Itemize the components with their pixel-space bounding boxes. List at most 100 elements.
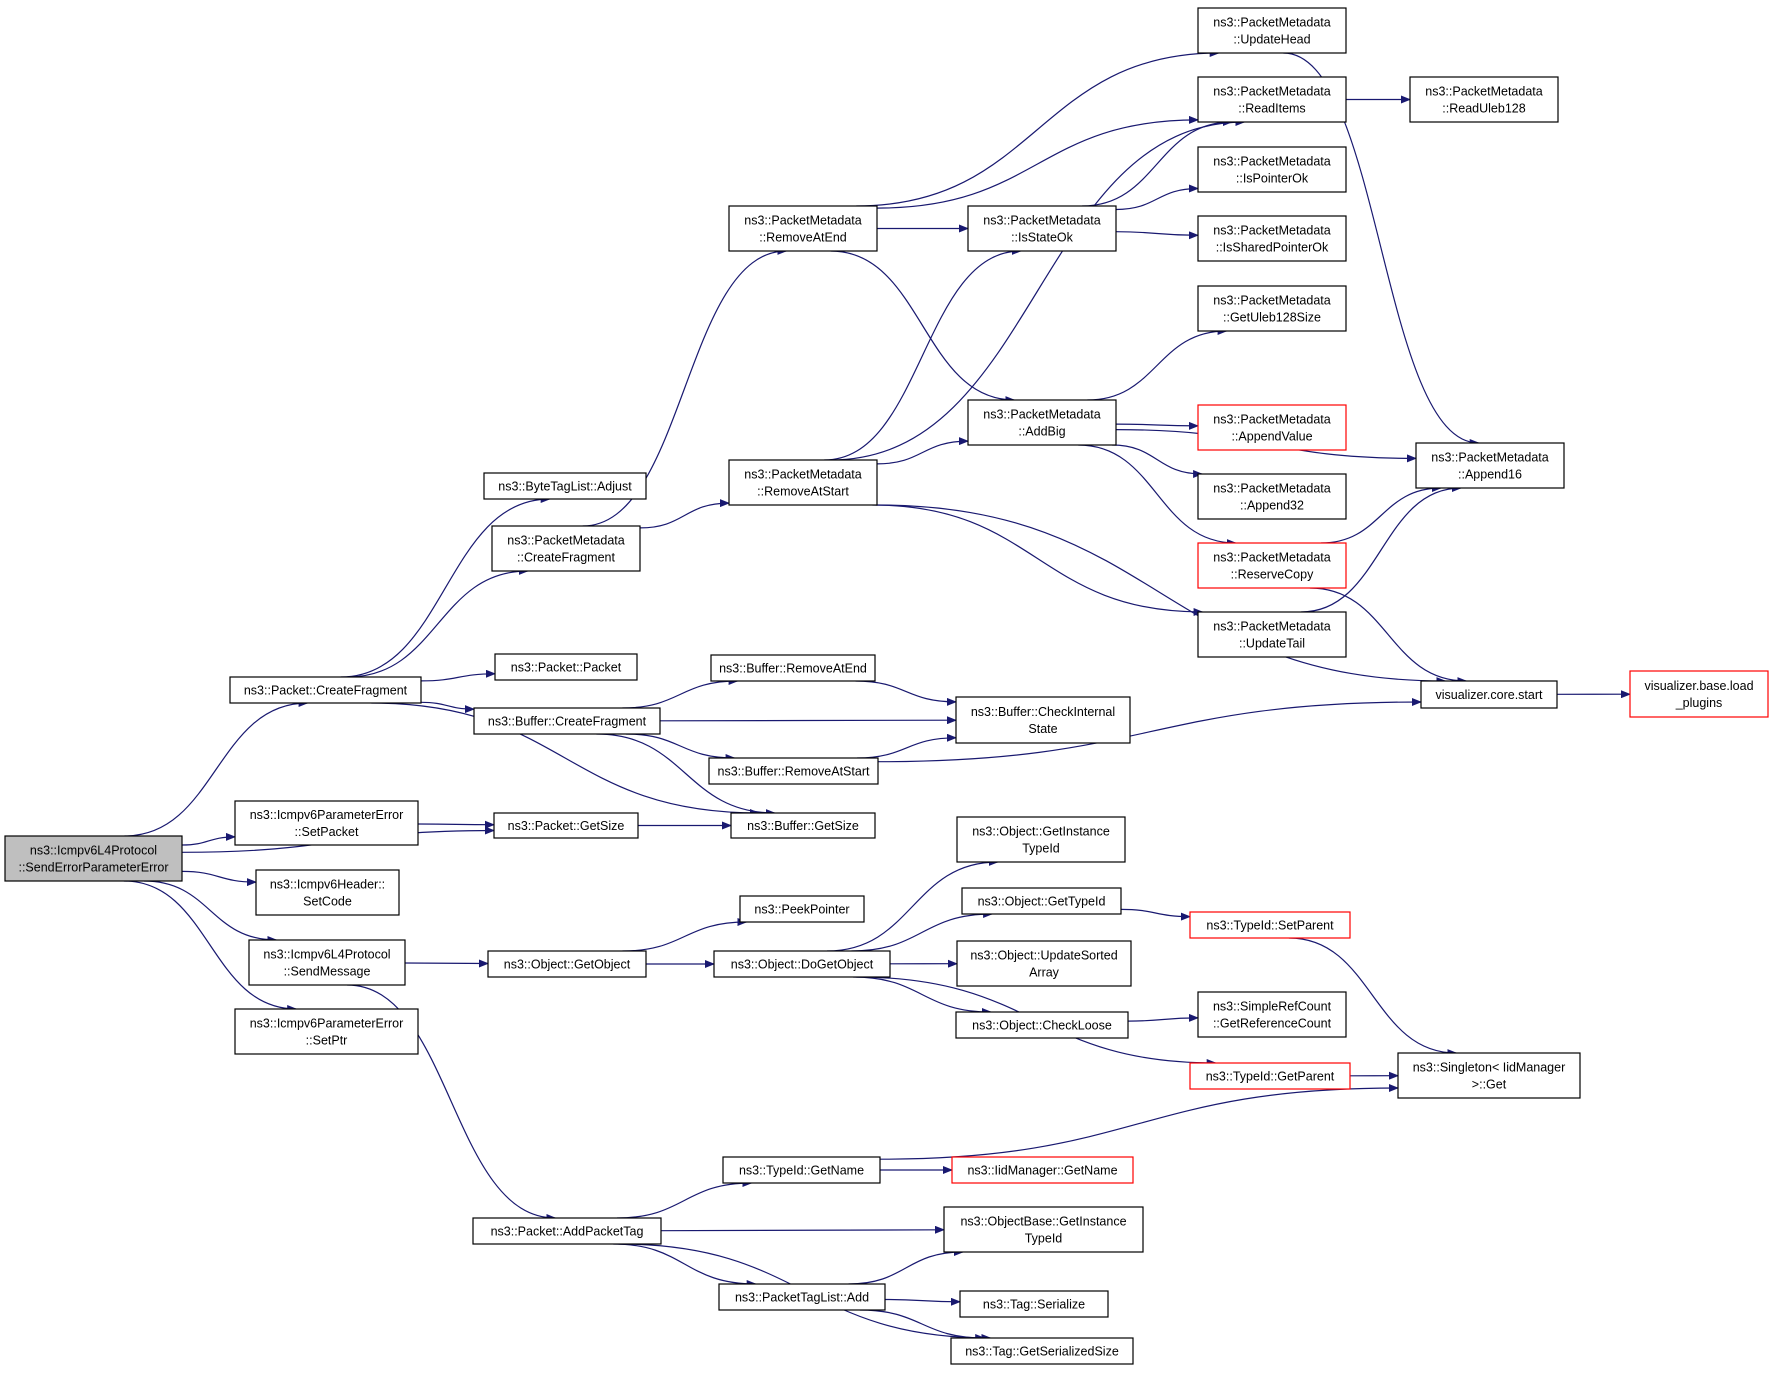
graph-node-root[interactable]: ns3::Icmpv6L4Protocol::SendErrorParamete… <box>4 835 183 882</box>
edge-buf-removeatstart-to-buf-checkinternal <box>857 733 957 759</box>
edge-pm-addbig-to-pm-getuleb128size <box>1087 327 1228 401</box>
graph-node-pm-getuleb128size[interactable]: ns3::PacketMetadata::GetUleb128Size <box>1197 285 1347 332</box>
node-label: ns3::Object::CheckLoose <box>972 1019 1112 1033</box>
edge-buf-createfrag-to-buf-getsize <box>596 733 776 817</box>
node-label: ::AddBig <box>1018 425 1065 439</box>
node-box <box>494 653 638 681</box>
node-label: ns3::Icmpv6Header:: <box>270 878 385 892</box>
node-box <box>956 940 1132 987</box>
node-box <box>730 812 876 839</box>
edge-pm-reservecopy-to-pm-append16 <box>1320 484 1442 544</box>
graph-node-peekpointer[interactable]: ns3::PeekPointer <box>739 895 865 923</box>
graph-node-singleton-get[interactable]: ns3::Singleton< IidManager>::Get <box>1397 1052 1581 1099</box>
node-box <box>472 1217 662 1245</box>
graph-node-pm-removeatstart[interactable]: ns3::PacketMetadata::RemoveAtStart <box>728 459 878 506</box>
node-box <box>1197 215 1347 262</box>
graph-node-pkt-createfrag[interactable]: ns3::Packet::CreateFragment <box>229 676 422 704</box>
edge-pm-reservecopy-to-vis-core-start <box>1309 587 1468 685</box>
graph-node-pm-ispointerok[interactable]: ns3::PacketMetadata::IsPointerOk <box>1197 146 1347 193</box>
edge-obj-dogetobject-to-obj-gettypeid <box>851 910 994 952</box>
graph-node-pm-reservecopy[interactable]: ns3::PacketMetadata::ReserveCopy <box>1197 542 1347 589</box>
graph-node-pm-isstateok[interactable]: ns3::PacketMetadata::IsStateOk <box>967 205 1117 252</box>
graph-node-vis-core-start[interactable]: visualizer.core.start <box>1420 680 1558 709</box>
graph-node-buf-getsize[interactable]: ns3::Buffer::GetSize <box>730 812 876 839</box>
node-box <box>722 1156 881 1184</box>
node-box <box>1420 680 1558 709</box>
node-label: ns3::Object::UpdateSorted <box>970 949 1117 963</box>
node-box <box>487 950 647 978</box>
graph-node-pm-readitems[interactable]: ns3::PacketMetadata::ReadItems <box>1197 76 1347 123</box>
node-label: ns3::Buffer::RemoveAtStart <box>718 765 870 779</box>
graph-node-vis-base-load[interactable]: visualizer.base.load_plugins <box>1629 670 1769 718</box>
graph-node-buf-createfrag[interactable]: ns3::Buffer::CreateFragment <box>473 707 661 735</box>
node-label: ns3::TypeId::SetParent <box>1206 919 1334 933</box>
node-box <box>1197 542 1347 589</box>
edge-sendmessage-to-obj-getobject <box>404 959 489 968</box>
node-label: ns3::Packet::GetSize <box>508 819 625 833</box>
edge-pkt-createfrag-to-buf-getsize <box>371 702 760 817</box>
graph-node-typeid-getparent[interactable]: ns3::TypeId::GetParent <box>1189 1062 1351 1090</box>
graph-node-pm-readuleb128[interactable]: ns3::PacketMetadata::ReadUleb128 <box>1409 76 1559 123</box>
edge-pm-isstateok-to-pm-readitems <box>1082 118 1233 207</box>
node-box <box>728 459 878 506</box>
node-label: ns3::PeekPointer <box>754 903 849 917</box>
graph-node-setptr[interactable]: ns3::Icmpv6ParameterError::SetPtr <box>234 1008 419 1055</box>
graph-node-buf-removeatstart[interactable]: ns3::Buffer::RemoveAtStart <box>708 757 879 785</box>
edge-buf-removeatstart-to-vis-core-start <box>877 698 1422 763</box>
edge-setpacket-to-pkt-getsize <box>417 820 495 829</box>
graph-node-packettaglist-add[interactable]: ns3::PacketTagList::Add <box>718 1283 886 1311</box>
graph-node-pm-createfrag[interactable]: ns3::PacketMetadata::CreateFragment <box>491 525 641 572</box>
node-box <box>1197 285 1347 332</box>
graph-node-pkt-addpackettag[interactable]: ns3::Packet::AddPacketTag <box>472 1217 662 1245</box>
graph-node-obj-getobject[interactable]: ns3::Object::GetObject <box>487 950 647 978</box>
graph-node-sendmessage[interactable]: ns3::Icmpv6L4Protocol::SendMessage <box>248 939 406 986</box>
graph-node-bytetag-adjust[interactable]: ns3::ByteTagList::Adjust <box>483 472 647 500</box>
graph-node-typeid-setparent[interactable]: ns3::TypeId::SetParent <box>1189 911 1351 939</box>
graph-node-pkt-packet[interactable]: ns3::Packet::Packet <box>494 653 638 681</box>
graph-node-pm-appendvalue[interactable]: ns3::PacketMetadata::AppendValue <box>1197 404 1347 451</box>
graph-node-obj-checkloose[interactable]: ns3::Object::CheckLoose <box>955 1011 1129 1039</box>
graph-node-buf-removeatend[interactable]: ns3::Buffer::RemoveAtEnd <box>710 654 876 682</box>
graph-node-setpacket[interactable]: ns3::Icmpv6ParameterError::SetPacket <box>234 800 419 846</box>
nodes-layer: ns3::Icmpv6L4Protocol::SendErrorParamete… <box>4 7 1769 1365</box>
edges-layer <box>123 49 1631 1342</box>
graph-node-obj-gettypeid[interactable]: ns3::Object::GetTypeId <box>961 887 1122 915</box>
graph-node-pm-updatehead[interactable]: ns3::PacketMetadata::UpdateHead <box>1197 7 1347 54</box>
edge-pm-removeatend-to-pm-readitems <box>876 115 1199 209</box>
graph-node-pm-removeatend[interactable]: ns3::PacketMetadata::RemoveAtEnd <box>728 205 878 252</box>
graph-node-tag-serialize[interactable]: ns3::Tag::Serialize <box>959 1290 1109 1318</box>
edge-pm-removeatend-to-pm-updatehead <box>856 49 1220 207</box>
node-label: ::ReserveCopy <box>1231 568 1314 582</box>
graph-node-pm-updatetail[interactable]: ns3::PacketMetadata::UpdateTail <box>1197 611 1347 658</box>
node-label: ::ReadUleb128 <box>1442 102 1525 116</box>
node-label: ::IsSharedPointerOk <box>1216 241 1329 255</box>
graph-node-pkt-getsize[interactable]: ns3::Packet::GetSize <box>493 812 639 839</box>
graph-node-obj-dogetobject[interactable]: ns3::Object::DoGetObject <box>713 950 891 978</box>
edge-pm-addbig-to-pm-appendvalue <box>1115 421 1199 430</box>
node-box <box>1197 991 1347 1038</box>
graph-node-iidmanager-getname[interactable]: ns3::IidManager::GetName <box>951 1156 1134 1184</box>
graph-node-pm-addbig[interactable]: ns3::PacketMetadata::AddBig <box>967 399 1117 446</box>
graph-node-tag-getserializedsize[interactable]: ns3::Tag::GetSerializedSize <box>950 1337 1134 1365</box>
node-label: ns3::PacketMetadata <box>1425 85 1542 99</box>
graph-node-pm-append32[interactable]: ns3::PacketMetadata::Append32 <box>1197 473 1347 520</box>
node-label: ns3::Buffer::RemoveAtEnd <box>719 662 867 676</box>
node-box <box>1629 670 1769 718</box>
edge-buf-removeatend-to-buf-checkinternal <box>855 680 957 706</box>
node-box <box>1197 146 1347 193</box>
graph-node-typeid-getname[interactable]: ns3::TypeId::GetName <box>722 1156 881 1184</box>
node-label: ns3::Packet::AddPacketTag <box>491 1225 644 1239</box>
graph-node-setcode[interactable]: ns3::Icmpv6Header::SetCode <box>255 869 400 916</box>
node-label: ns3::PacketMetadata <box>983 214 1100 228</box>
graph-node-pm-append16[interactable]: ns3::PacketMetadata::Append16 <box>1415 442 1565 489</box>
edge-pm-updatehead-to-pm-append16 <box>1283 52 1480 447</box>
node-label: ::SetPtr <box>306 1034 348 1048</box>
graph-node-pm-issharedpointerok[interactable]: ns3::PacketMetadata::IsSharedPointerOk <box>1197 215 1347 262</box>
node-label: ns3::PacketMetadata <box>983 408 1100 422</box>
edge-typeid-setparent-to-singleton-get <box>1288 937 1458 1057</box>
graph-node-simplerefcount[interactable]: ns3::SimpleRefCount::GetReferenceCount <box>1197 991 1347 1038</box>
